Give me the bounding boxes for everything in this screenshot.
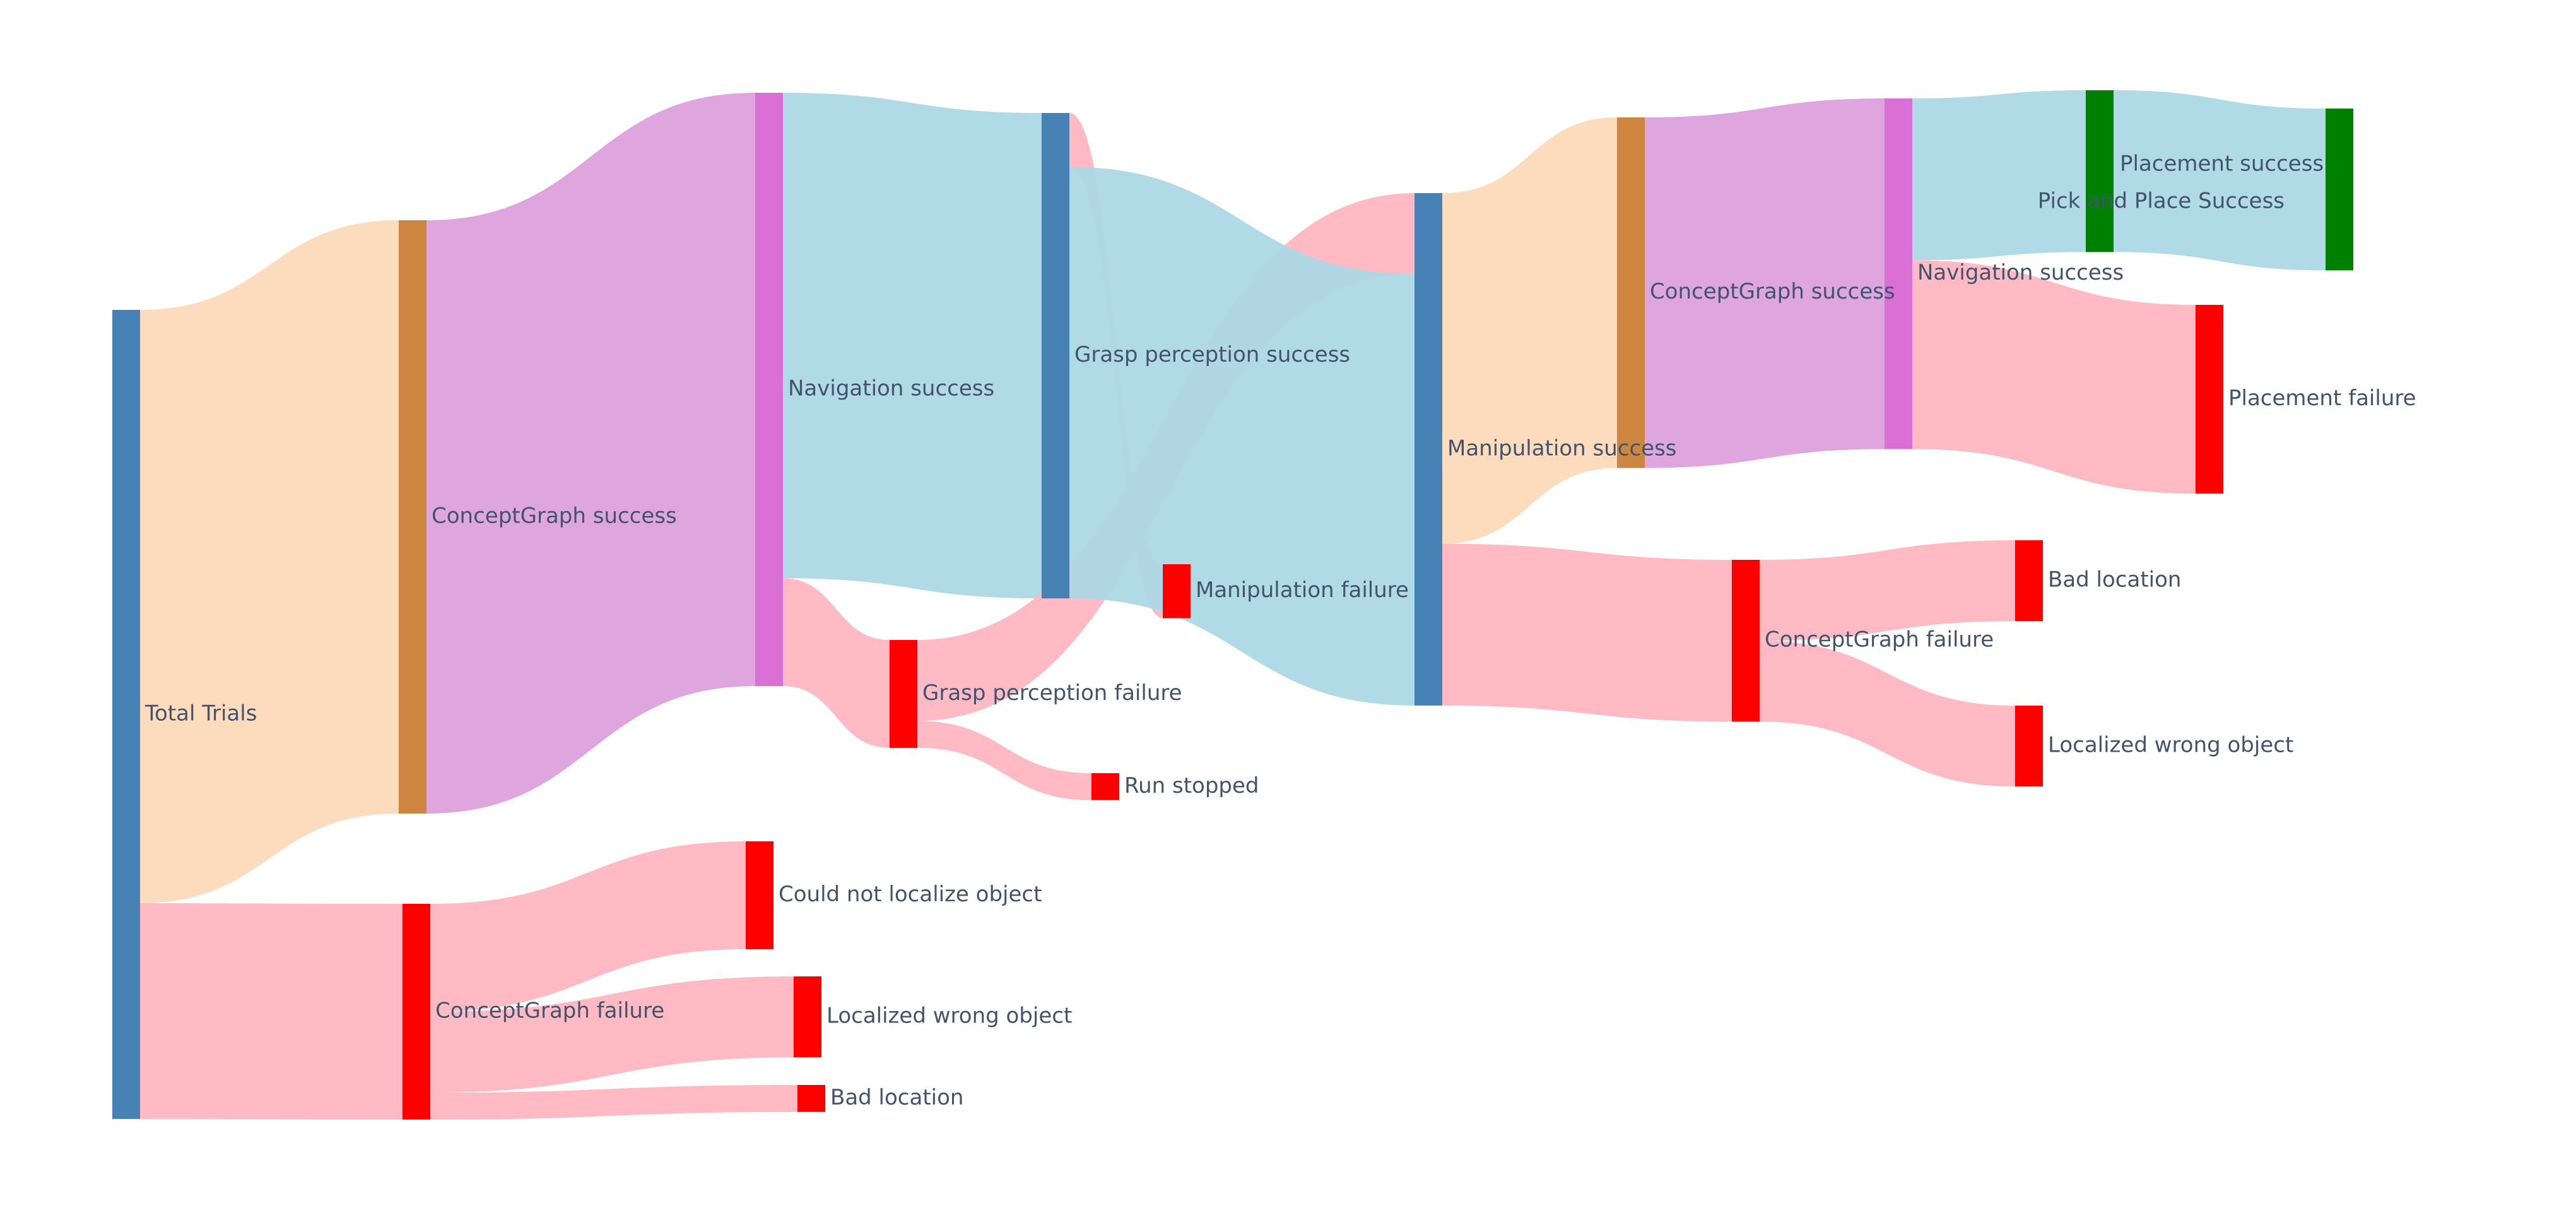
node-bl1 <box>797 1085 825 1112</box>
link-nav2_s-to-pl_f <box>1912 260 2196 494</box>
node-bl2 <box>2015 540 2043 622</box>
link-cg1_s-to-nav1_s <box>426 93 755 814</box>
label-cg1_f-conceptgraph-failure: ConceptGraph failure <box>435 998 664 1023</box>
node-ms <box>1414 193 1442 706</box>
node-cnl <box>746 841 773 949</box>
node-nav1_s <box>755 93 783 687</box>
link-gp_s-to-ms <box>1069 167 1414 706</box>
node-cg1_s <box>399 220 426 814</box>
node-nav2_s <box>1885 98 1912 449</box>
label-pp_s-pick-and-place-success: Pick and Place Success <box>2038 189 2285 214</box>
label-cnl-could-not-localize-object: Could not localize object <box>779 882 1042 907</box>
node-cg2_s <box>1617 117 1645 468</box>
link-nav1_s-to-gp_s <box>783 93 1042 599</box>
label-bl2-bad-location: Bad location <box>2048 567 2181 593</box>
link-cg2_s-to-nav2_s <box>1645 98 1885 468</box>
node-cg2_f <box>1732 560 1760 722</box>
link-cg1_f-to-lwo1 <box>430 976 794 1093</box>
link-cg2_f-to-bl2 <box>1760 540 2015 641</box>
link-ms-to-cg2_s <box>1442 117 1617 544</box>
link-total-to-cg1_f <box>140 903 403 1120</box>
node-lwo1 <box>794 976 821 1058</box>
label-pl_s-placement-success: Placement success <box>2120 151 2324 177</box>
label-rs-run-stopped: Run stopped <box>1124 773 1259 798</box>
node-gp_f <box>890 640 917 748</box>
link-cg2_f-to-lwo2 <box>1760 641 2015 787</box>
node-pl_s <box>2086 90 2114 252</box>
node-pp_s <box>2326 109 2353 271</box>
node-gp_s <box>1042 113 1069 599</box>
label-gp_s-grasp-perception-success: Grasp perception success <box>1074 342 1350 367</box>
label-bl1-bad-location: Bad location <box>830 1085 963 1110</box>
sankey-links <box>140 90 2326 1120</box>
label-lwo1-localized-wrong-object: Localized wrong object <box>826 1004 1072 1029</box>
link-pl_s-to-pp_s <box>2114 90 2326 271</box>
node-rs <box>1091 773 1119 800</box>
node-pl_f <box>2196 305 2223 494</box>
label-cg1_s-conceptgraph-success: ConceptGraph success <box>432 504 677 529</box>
label-ms-manipulation-success: Manipulation success <box>1447 435 1677 461</box>
link-total-to-cg1_s <box>140 220 399 904</box>
label-cg2_f-conceptgraph-failure: ConceptGraph failure <box>1765 627 1994 653</box>
link-ms-to-cg2_f <box>1442 543 1732 722</box>
node-cg1_f <box>403 904 430 1120</box>
label-pl_f-placement-failure: Placement failure <box>2228 386 2416 411</box>
label-cg2_s-conceptgraph-success: ConceptGraph success <box>1650 279 1895 304</box>
node-total <box>112 310 140 1119</box>
label-total-total-trials: Total Trials <box>144 701 257 726</box>
node-mf <box>1163 564 1191 619</box>
link-nav2_s-to-pl_s <box>1912 90 2086 261</box>
label-nav2_s-navigation-success: Navigation success <box>1917 260 2124 285</box>
link-gp_f-to-rs <box>917 721 1091 800</box>
label-mf-manipulation-failure: Manipulation failure <box>1196 578 1409 603</box>
link-cg1_f-to-cnl <box>430 841 746 1012</box>
label-gp_f-grasp-perception-failure: Grasp perception failure <box>922 680 1182 706</box>
label-lwo2-localized-wrong-object: Localized wrong object <box>2048 733 2293 758</box>
link-nav1_s-to-gp_f <box>783 578 890 748</box>
label-nav1_s-navigation-success: Navigation success <box>788 376 994 401</box>
link-cg1_f-to-bl1 <box>430 1085 797 1120</box>
node-lwo2 <box>2015 706 2043 787</box>
sankey-nodes <box>112 90 2353 1120</box>
